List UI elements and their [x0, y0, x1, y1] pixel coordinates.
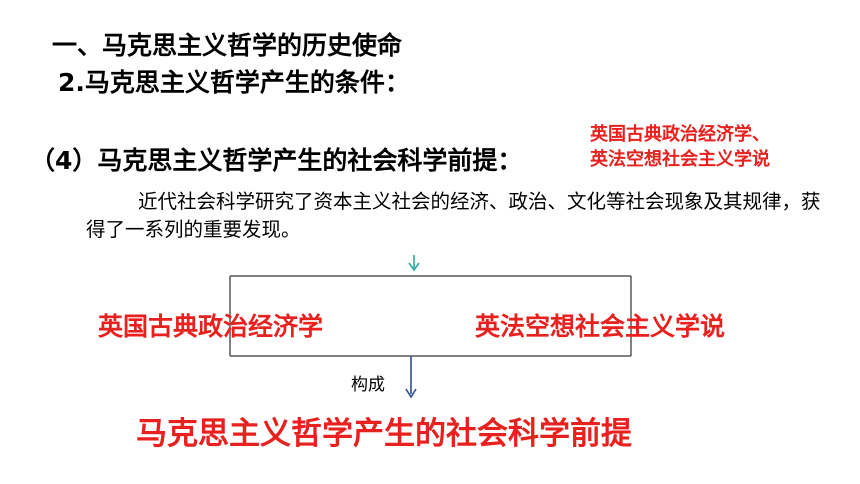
body-paragraph: 近代社会科学研究了资本主义社会的经济、政治、文化等社会现象及其规律，获得了一系列…	[86, 188, 826, 244]
left-item-label: 英国古典政治经济学	[98, 312, 324, 341]
heading-sub: 2.马克思主义哲学产生的条件：	[58, 68, 410, 97]
section-title: （4）马克思主义哲学产生的社会科学前提：	[30, 146, 523, 175]
teal-arrow-head	[408, 262, 420, 272]
side-note: 英国古典政治经济学、 英法空想社会主义学说	[590, 122, 770, 172]
side-note-line-1: 英国古典政治经济学、	[590, 124, 770, 145]
right-item-label: 英法空想社会主义学说	[475, 312, 726, 341]
verb-label: 构成	[351, 375, 385, 395]
blue-arrow-head	[405, 388, 417, 399]
heading-main: 一、马克思主义哲学的历史使命	[52, 31, 403, 60]
side-note-line-2: 英法空想社会主义学说	[590, 149, 770, 170]
conclusion-text: 马克思主义哲学产生的社会科学前提	[136, 416, 632, 452]
body-paragraph-text: 近代社会科学研究了资本主义社会的经济、政治、文化等社会现象及其规律，获得了一系列…	[86, 190, 821, 241]
